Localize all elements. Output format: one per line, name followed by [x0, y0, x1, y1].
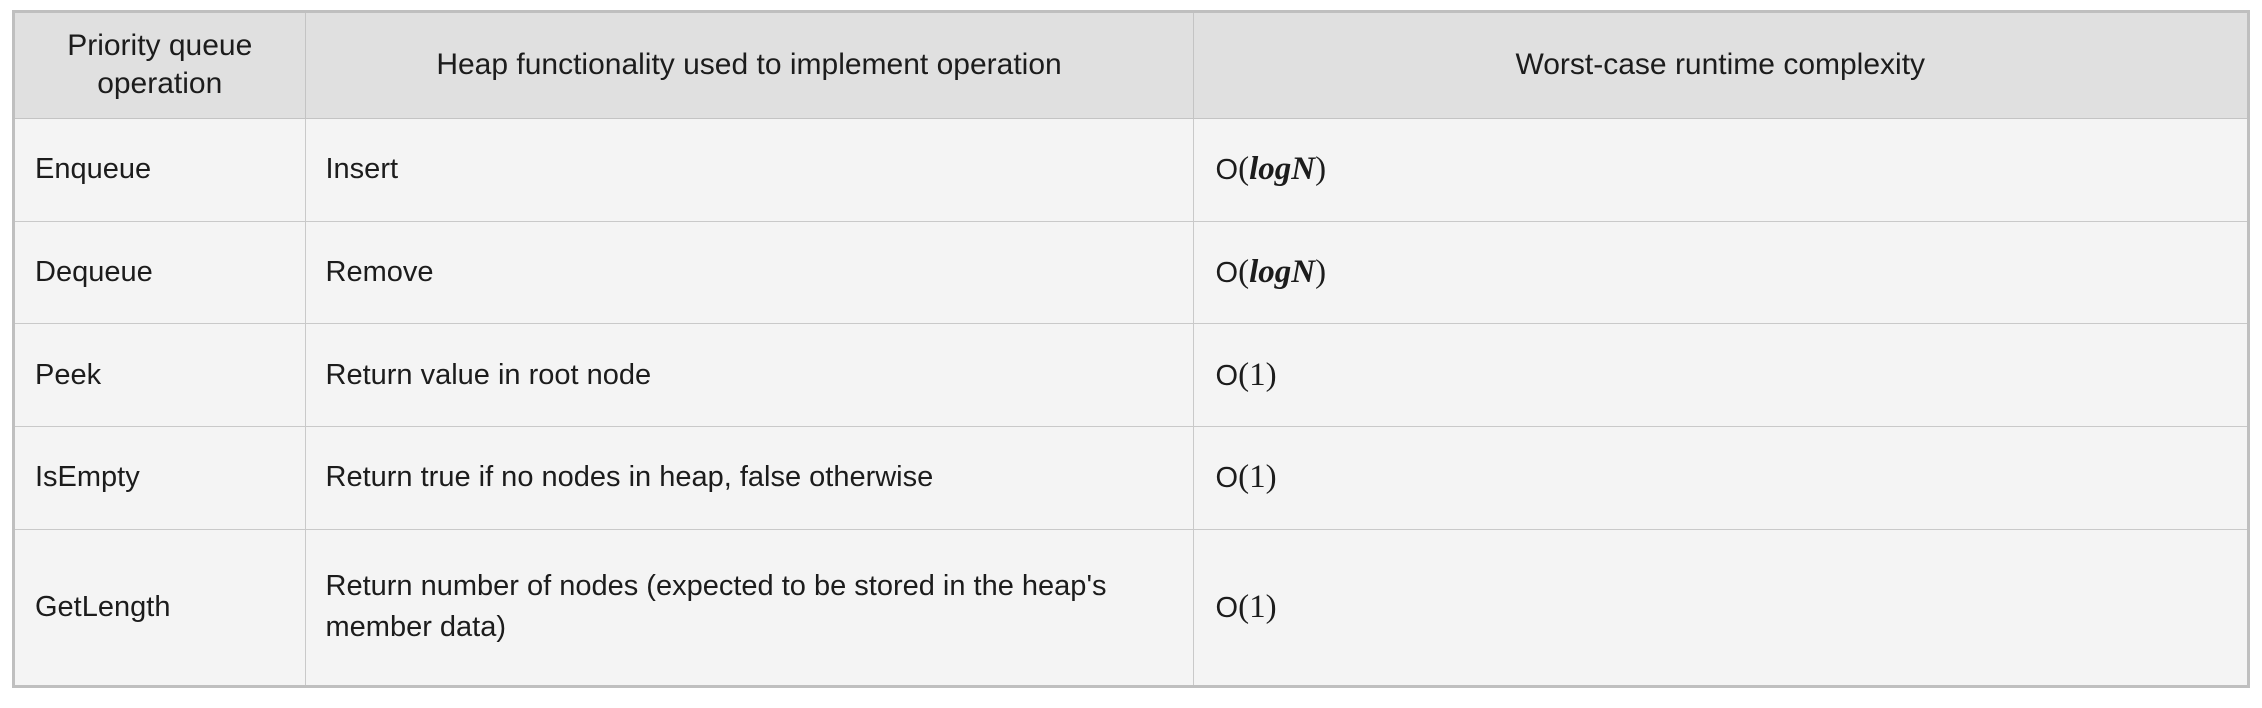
big-o-close-paren: )	[1315, 151, 1327, 188]
table-row: Peek Return value in root node O(1)	[15, 323, 2247, 427]
big-o-open-paren: (	[1238, 459, 1250, 496]
big-o-notation: O(1)	[1215, 588, 1277, 625]
column-header-priority-queue-operation: Priority queue operation	[15, 13, 306, 119]
big-o-prefix: O	[1215, 462, 1239, 495]
cell-operation: IsEmpty	[15, 426, 306, 530]
column-header-worst-case-runtime-complexity: Worst-case runtime complexity	[1193, 13, 2247, 119]
big-o-term: logN	[1249, 253, 1316, 290]
cell-functionality: Return true if no nodes in heap, false o…	[305, 426, 1194, 530]
cell-operation: Dequeue	[15, 221, 306, 325]
big-o-open-paren: (	[1238, 253, 1250, 290]
big-o-open-paren: (	[1238, 151, 1250, 188]
big-o-close-paren: )	[1265, 588, 1277, 625]
column-header-heap-functionality: Heap functionality used to implement ope…	[305, 13, 1194, 119]
big-o-prefix: O	[1215, 154, 1239, 187]
big-o-prefix: O	[1215, 359, 1239, 392]
cell-complexity: O(1)	[1193, 529, 2247, 685]
big-o-close-paren: )	[1265, 459, 1277, 496]
big-o-notation: O(logN)	[1215, 253, 1327, 290]
big-o-close-paren: )	[1315, 253, 1327, 290]
cell-complexity: O(logN)	[1193, 118, 2247, 222]
big-o-notation: O(logN)	[1215, 151, 1327, 188]
big-o-term: 1	[1249, 356, 1266, 393]
table-body: Enqueue Insert O(logN) Dequeue Remove O(…	[15, 118, 2247, 685]
cell-functionality: Insert	[305, 118, 1194, 222]
big-o-term: 1	[1249, 588, 1266, 625]
cell-operation: Peek	[15, 323, 306, 427]
big-o-term: 1	[1249, 459, 1266, 496]
priority-queue-heap-table: Priority queue operation Heap functional…	[15, 13, 2247, 685]
cell-operation: GetLength	[15, 529, 306, 685]
priority-queue-heap-table-container: Priority queue operation Heap functional…	[12, 10, 2250, 688]
big-o-notation: O(1)	[1215, 459, 1277, 496]
big-o-term: logN	[1249, 151, 1316, 188]
big-o-open-paren: (	[1238, 356, 1250, 393]
big-o-close-paren: )	[1265, 356, 1277, 393]
big-o-prefix: O	[1215, 591, 1239, 624]
cell-functionality: Return number of nodes (expected to be s…	[305, 529, 1194, 685]
cell-complexity: O(1)	[1193, 426, 2247, 530]
cell-complexity: O(logN)	[1193, 221, 2247, 325]
table-row: GetLength Return number of nodes (expect…	[15, 529, 2247, 685]
table-row: Enqueue Insert O(logN)	[15, 118, 2247, 222]
cell-functionality: Return value in root node	[305, 323, 1194, 427]
table-row: IsEmpty Return true if no nodes in heap,…	[15, 426, 2247, 530]
table-header-row: Priority queue operation Heap functional…	[15, 13, 2247, 119]
cell-functionality: Remove	[305, 221, 1194, 325]
table-header: Priority queue operation Heap functional…	[15, 13, 2247, 119]
big-o-prefix: O	[1215, 256, 1239, 289]
cell-operation: Enqueue	[15, 118, 306, 222]
table-row: Dequeue Remove O(logN)	[15, 221, 2247, 325]
big-o-notation: O(1)	[1215, 356, 1277, 393]
cell-complexity: O(1)	[1193, 323, 2247, 427]
big-o-open-paren: (	[1238, 588, 1250, 625]
